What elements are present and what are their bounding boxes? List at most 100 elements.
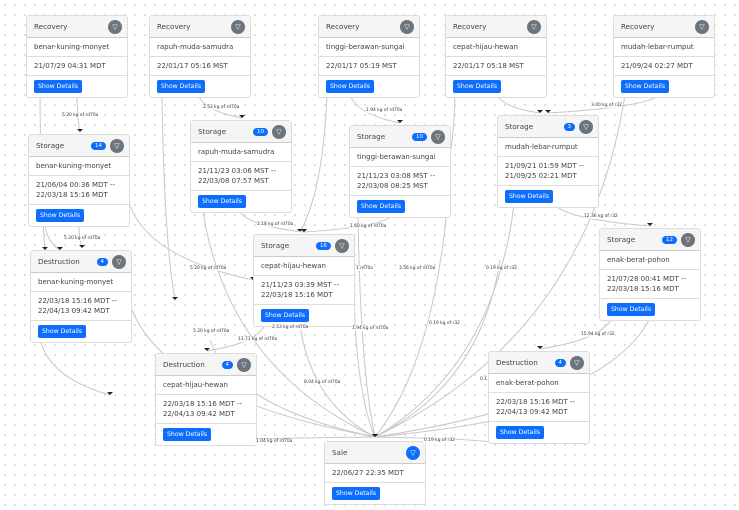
filter-icon[interactable]: ▽ xyxy=(695,19,709,34)
edge-label: 15.94 kg of r32 xyxy=(581,332,615,337)
edge-arrow xyxy=(537,346,543,349)
edge xyxy=(44,224,61,251)
date-end: 22/03/08 08:25 MST xyxy=(357,182,428,190)
edge xyxy=(39,339,111,396)
node-header: Recovery▽ xyxy=(150,16,250,38)
filter-icon[interactable]: ▽ xyxy=(231,19,245,34)
show-details-button[interactable]: Show Details xyxy=(357,200,406,213)
node-dates: 22/03/18 15:16 MDT --22/04/13 09:42 MDT xyxy=(31,292,131,321)
filter-icon[interactable]: ▽ xyxy=(110,138,124,153)
show-details-button[interactable]: Show Details xyxy=(261,309,310,322)
node-dates: 21/11/23 03:39 MST --22/03/18 15:16 MDT xyxy=(254,276,354,305)
show-details-button[interactable]: Show Details xyxy=(36,209,85,222)
node-sale: Sale▽22/06/27 22:35 MDT Show Details xyxy=(324,441,426,505)
node-dates: 21/11/23 03:06 MST -- 22/03/08 07:57 MST xyxy=(191,162,291,191)
filter-icon[interactable]: ▽ xyxy=(112,254,126,269)
node-name: benar-kuning-monyet xyxy=(29,157,129,176)
node-header: Recovery ▽ xyxy=(614,16,714,38)
node-name: cepat-hijau-hewan xyxy=(156,376,256,395)
edge xyxy=(374,259,501,438)
edge xyxy=(299,324,376,438)
show-details-button[interactable]: Show Details xyxy=(198,195,247,208)
node-name: rapuh-muda-samudra xyxy=(150,38,250,57)
count-badge: 4 xyxy=(221,360,233,369)
node-dates: 22/03/18 15:16 MDT --22/04/13 09:42 MDT xyxy=(156,395,256,424)
edge-arrow xyxy=(57,247,63,250)
filter-icon[interactable]: ▽ xyxy=(570,355,584,370)
show-details-button[interactable]: Show Details xyxy=(607,303,656,316)
filter-icon[interactable]: ▽ xyxy=(237,357,251,372)
node-dates: 22/03/18 15:16 MDT --22/04/13 09:42 MDT xyxy=(489,393,589,422)
date-start: 21/07/29 04:31 MDT xyxy=(34,62,106,70)
node-type: Storage xyxy=(261,241,290,250)
date-start: 21/09/24 02:27 MDT xyxy=(621,62,693,70)
count-badge: 12 xyxy=(662,235,677,244)
node-dates: 21/07/28 00:41 MDT --22/03/18 15:16 MDT xyxy=(600,270,700,299)
edge-label: 3.00 kg of r32 xyxy=(591,103,622,108)
filter-icon[interactable]: ▽ xyxy=(272,124,286,139)
edge-arrow xyxy=(301,229,307,232)
node-type: Recovery xyxy=(453,22,487,31)
node-recovery: Recovery ▽ mudah-lebar-rumput 21/09/24 02:2… xyxy=(613,15,715,98)
date-start: 21/11/23 03:06 MST -- xyxy=(198,167,277,175)
edge-label: 12.36 kg of r32 xyxy=(584,214,618,219)
date-start: 21/07/28 00:41 MDT -- xyxy=(607,275,687,283)
filter-icon[interactable]: ▽ xyxy=(400,19,414,34)
date-end: 22/04/13 09:42 MDT xyxy=(496,408,568,416)
node-name: enak-berat-pohon xyxy=(489,374,589,393)
edge xyxy=(374,204,515,438)
filter-icon[interactable]: ▽ xyxy=(681,232,695,247)
edge-label: 2.53 kg of rd70a xyxy=(272,325,309,330)
node-name: mudah-lebar-rumput xyxy=(614,38,714,57)
edge-arrow xyxy=(239,115,245,118)
node-type: Storage xyxy=(198,127,227,136)
node-header: Sale▽ xyxy=(325,442,425,464)
edge xyxy=(129,204,254,281)
edge-label: 0.1 xyxy=(480,377,487,382)
node-dates: 22/06/27 22:35 MDT xyxy=(325,464,425,483)
edge-arrow xyxy=(297,229,303,232)
filter-icon[interactable]: ▽ xyxy=(406,445,420,460)
filter-icon[interactable]: ▽ xyxy=(527,19,541,34)
node-name: enak-berat-pohon xyxy=(600,251,700,270)
filter-icon[interactable]: ▽ xyxy=(108,19,122,34)
edge-label: 0.19 kg of r32 xyxy=(429,321,460,326)
show-details-button[interactable]: Show Details xyxy=(621,80,670,93)
date-start: 21/11/23 03:08 MST -- xyxy=(357,172,436,180)
show-details-button[interactable]: Show Details xyxy=(38,325,87,338)
node-type: Destruction xyxy=(163,360,205,369)
show-details-button[interactable]: Show Details xyxy=(496,426,545,439)
edge-arrow xyxy=(545,110,551,113)
show-details-button[interactable]: Show Details xyxy=(163,428,212,441)
date-start: 22/01/17 05:18 MST xyxy=(453,62,524,70)
node-dates: 21/09/24 02:27 MDT xyxy=(614,57,714,76)
edge-label: 1.94 kg of rd70a xyxy=(366,108,403,113)
edge-arrow xyxy=(77,129,83,132)
node-type: Storage xyxy=(357,132,386,141)
show-details-button[interactable]: Show Details xyxy=(332,487,381,500)
edge-arrow xyxy=(79,245,85,248)
edge xyxy=(202,211,376,438)
node-name: benar-kuning-monyet xyxy=(27,38,127,57)
edge-arrow xyxy=(372,434,378,437)
date-end: 22/03/08 07:57 MST xyxy=(198,177,269,185)
show-details-button[interactable]: Show Details xyxy=(34,80,83,93)
show-details-button[interactable]: Show Details xyxy=(326,80,375,93)
filter-icon[interactable]: ▽ xyxy=(431,129,445,144)
filter-icon[interactable]: ▽ xyxy=(335,238,349,253)
show-details-button[interactable]: Show Details xyxy=(505,190,554,203)
show-details-button[interactable]: Show Details xyxy=(157,80,206,93)
date-start: 22/03/18 15:16 MDT -- xyxy=(38,297,118,305)
node-type: Recovery xyxy=(621,22,655,31)
edge-label: 0.19 kg of r32 xyxy=(424,438,455,443)
show-details-button[interactable]: Show Details xyxy=(453,80,502,93)
filter-icon[interactable]: ▽ xyxy=(579,119,593,134)
